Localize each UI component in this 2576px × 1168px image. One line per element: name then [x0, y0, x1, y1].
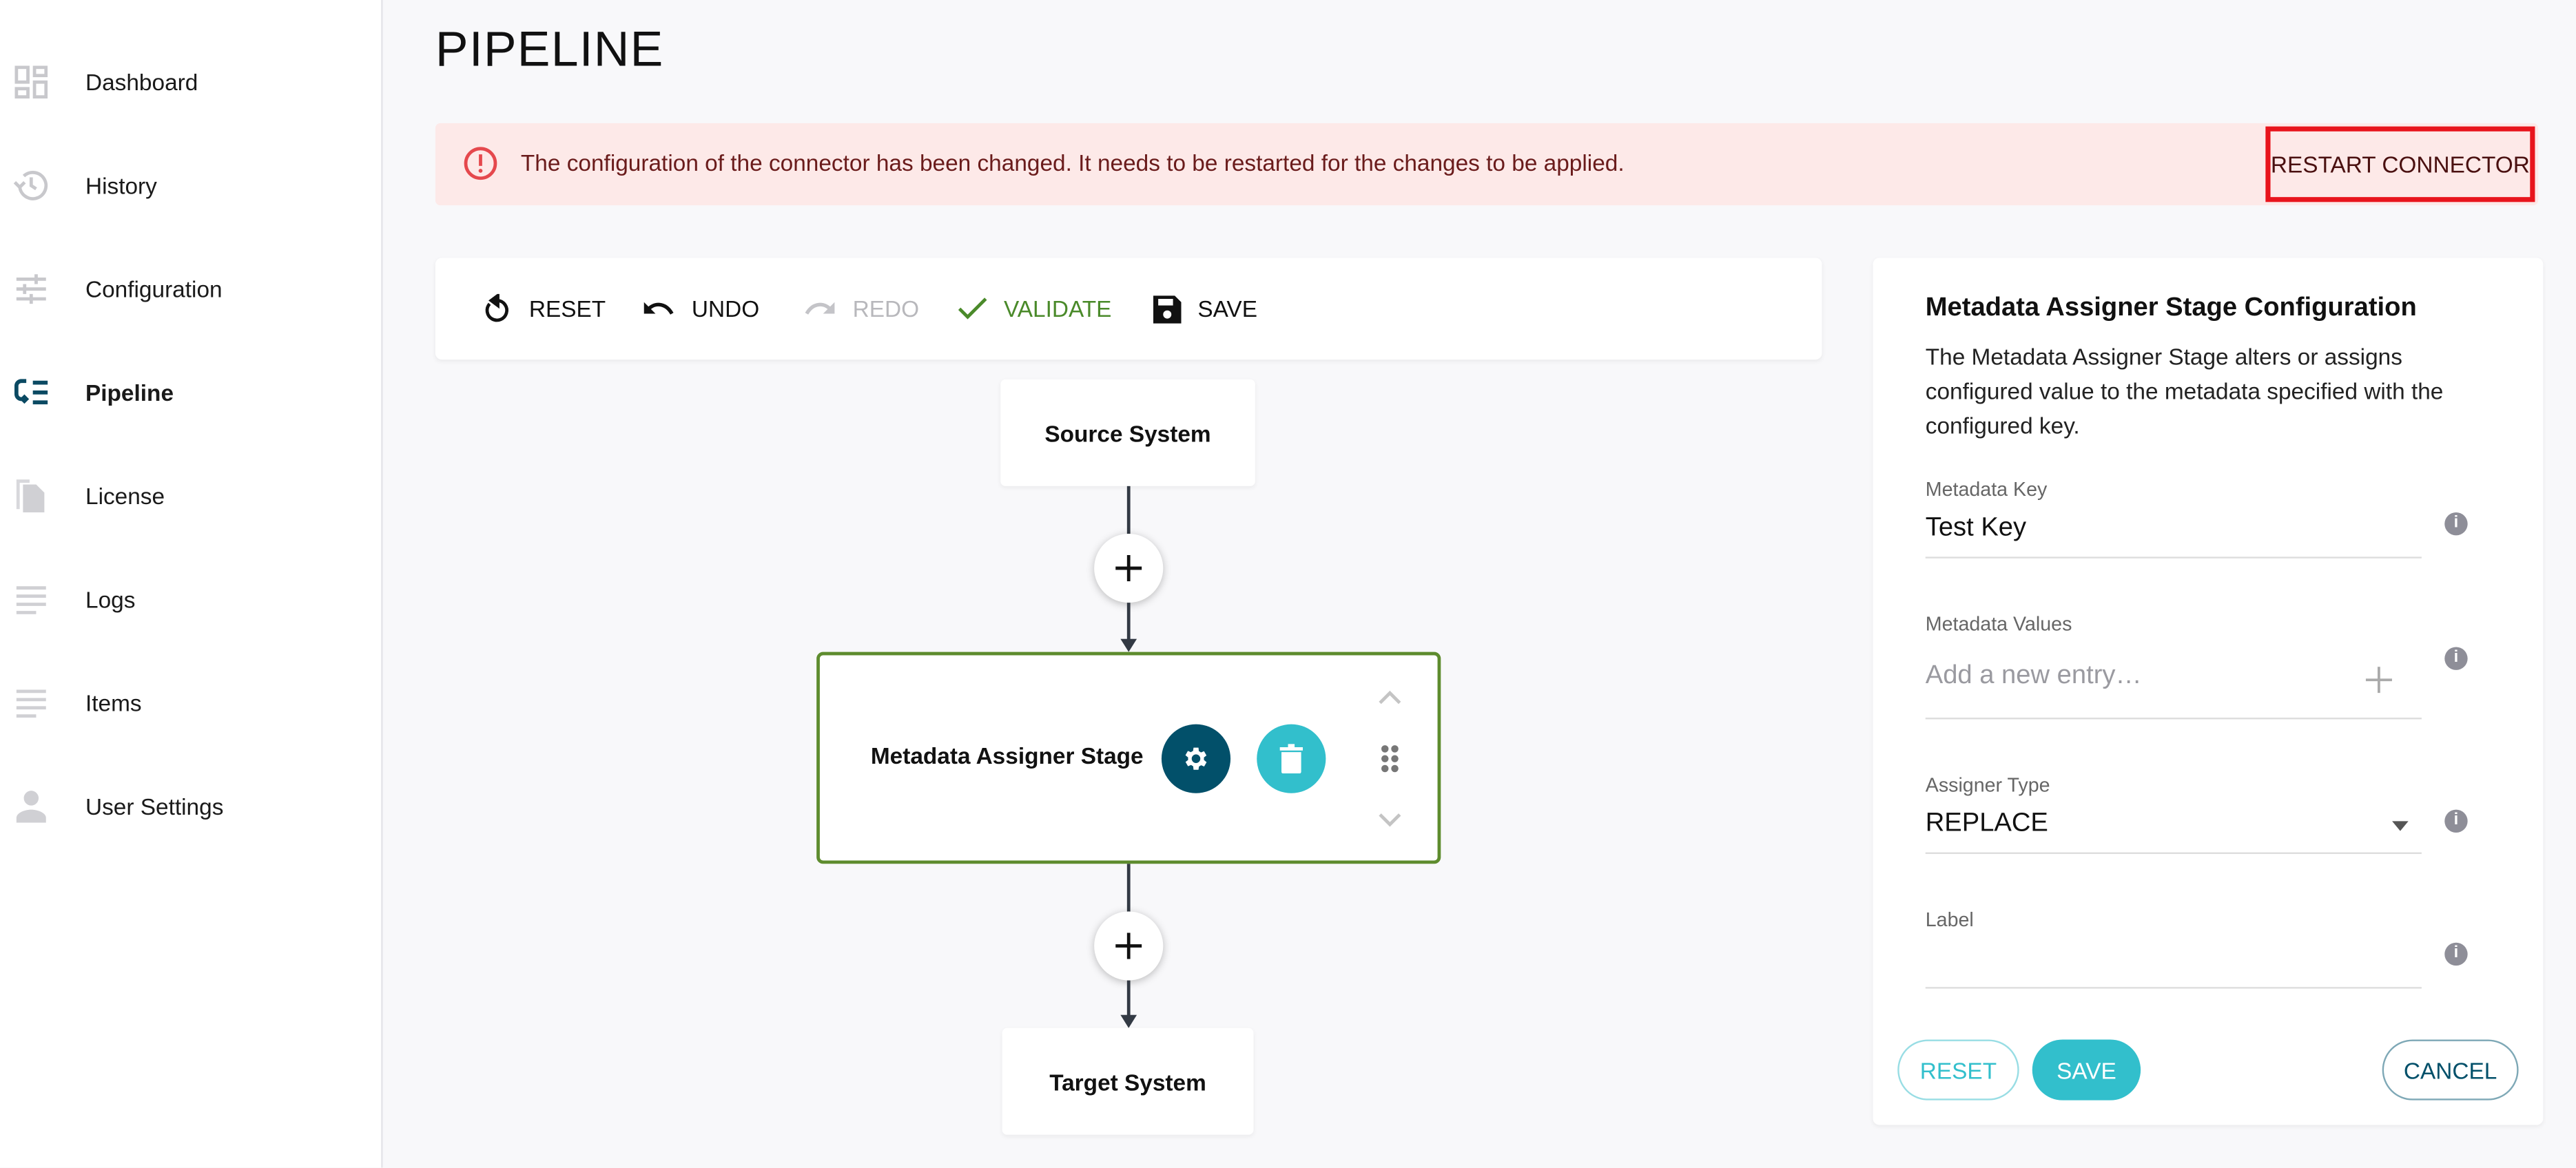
info-icon[interactable]: i — [2444, 647, 2468, 670]
check-icon — [958, 298, 987, 320]
sidebar-item-configuration[interactable]: Configuration — [0, 256, 383, 322]
sidebar-item-dashboard[interactable]: Dashboard — [0, 50, 383, 115]
lines-icon — [13, 581, 49, 617]
metadata-key-label: Metadata Key — [1925, 477, 2048, 501]
sidebar-item-label: Dashboard — [85, 69, 198, 96]
info-icon[interactable]: i — [2444, 942, 2468, 966]
label-field-label: Label — [1925, 908, 1974, 932]
configure-stage-button[interactable] — [1161, 724, 1231, 793]
restart-connector-button[interactable]: RESTART CONNECTOR — [2265, 126, 2535, 202]
lines-icon — [13, 685, 49, 720]
reset-icon — [485, 293, 509, 322]
divider — [1925, 852, 2422, 854]
arrow-down-icon — [1120, 1014, 1137, 1028]
connector-line — [1126, 486, 1131, 536]
stage-config-panel: Metadata Assigner Stage Configuration Th… — [1873, 258, 2544, 1125]
plus-icon — [1115, 554, 1142, 582]
stage-name: Metadata Assigner Stage — [870, 742, 1144, 769]
sidebar-item-label: License — [85, 483, 165, 510]
alert-message: The configuration of the connector has b… — [520, 149, 1625, 176]
save-label: SAVE — [1197, 295, 1257, 322]
panel-cancel-button[interactable]: CANCEL — [2382, 1039, 2519, 1101]
panel-save-button[interactable]: SAVE — [2032, 1039, 2141, 1101]
connector-line — [1126, 864, 1131, 913]
target-system-node[interactable]: Target System — [1002, 1028, 1254, 1135]
alert-banner: The configuration of the connector has b… — [435, 123, 2539, 206]
validate-label: VALIDATE — [1003, 295, 1112, 322]
undo-label: UNDO — [691, 295, 760, 322]
pipeline-icon — [13, 375, 49, 410]
dashboard-icon — [13, 64, 49, 100]
undo-button[interactable]: UNDO — [642, 258, 759, 359]
caret-down-icon[interactable] — [2391, 821, 2409, 831]
panel-description: The Metadata Assigner Stage alters or as… — [1925, 343, 2444, 439]
assigner-type-label: Assigner Type — [1925, 773, 2050, 797]
move-down-icon[interactable] — [1379, 813, 1401, 827]
sidebar-item-logs[interactable]: Logs — [0, 567, 383, 632]
source-system-node[interactable]: Source System — [1000, 379, 1255, 486]
delete-stage-button[interactable] — [1257, 724, 1326, 793]
connector-line — [1126, 603, 1131, 643]
sidebar-item-items[interactable]: Items — [0, 670, 383, 736]
gear-icon — [1185, 747, 1207, 770]
sidebar-item-label: History — [85, 172, 157, 199]
plus-icon — [1115, 932, 1142, 959]
metadata-key-input[interactable]: Test Key — [1925, 514, 2027, 542]
sidebar-item-label: Logs — [85, 586, 136, 613]
file-icon — [13, 478, 49, 514]
sidebar-item-label: User Settings — [85, 793, 224, 820]
stage-node[interactable]: Metadata Assigner Stage — [816, 651, 1441, 864]
reset-button[interactable]: RESET — [483, 258, 606, 359]
sidebar-item-label: Pipeline — [85, 379, 174, 406]
redo-label: REDO — [852, 295, 920, 322]
page-title: PIPELINE — [435, 23, 664, 78]
arrow-down-icon — [1120, 638, 1137, 652]
redo-button[interactable]: REDO — [803, 258, 919, 359]
panel-title: Metadata Assigner Stage Configuration — [1925, 293, 2417, 322]
metadata-values-label: Metadata Values — [1925, 612, 2072, 636]
sidebar-item-history[interactable]: History — [0, 153, 383, 218]
reset-label: RESET — [528, 295, 606, 322]
sidebar-item-license[interactable]: License — [0, 463, 383, 528]
add-stage-button[interactable] — [1094, 533, 1164, 603]
trash-icon — [1279, 744, 1303, 774]
move-up-icon[interactable] — [1379, 690, 1401, 705]
sidebar-item-user-settings[interactable]: User Settings — [0, 773, 383, 839]
sidebar-item-label: Configuration — [85, 275, 223, 302]
undo-icon — [643, 302, 674, 315]
add-stage-button[interactable] — [1094, 911, 1164, 981]
sidebar: Dashboard History Configuration Pipeline… — [0, 0, 383, 1168]
save-button[interactable]: SAVE — [1153, 258, 1257, 359]
info-icon[interactable]: i — [2444, 809, 2468, 833]
add-entry-icon[interactable] — [2365, 667, 2392, 694]
error-icon — [463, 146, 497, 189]
info-icon[interactable]: i — [2444, 512, 2468, 536]
save-icon — [1153, 295, 1182, 323]
user-icon — [13, 789, 49, 824]
divider — [1925, 556, 2422, 559]
pipeline-toolbar: RESET UNDO REDO VALIDATE SAVE — [435, 258, 1822, 360]
sliders-icon — [13, 271, 49, 306]
history-icon — [13, 167, 49, 203]
redo-icon — [805, 302, 835, 315]
panel-reset-button[interactable]: RESET — [1897, 1039, 2019, 1101]
assigner-type-select[interactable]: REPLACE — [1925, 809, 2048, 838]
divider — [1925, 718, 2422, 720]
connector-line — [1126, 980, 1131, 1017]
metadata-values-input[interactable]: Add a new entry… — [1925, 661, 2142, 690]
sidebar-item-pipeline[interactable]: Pipeline — [0, 359, 383, 425]
sidebar-item-label: Items — [85, 689, 142, 716]
validate-button[interactable]: VALIDATE — [958, 258, 1111, 359]
drag-handle-icon[interactable] — [1380, 744, 1400, 773]
divider — [1925, 987, 2422, 989]
